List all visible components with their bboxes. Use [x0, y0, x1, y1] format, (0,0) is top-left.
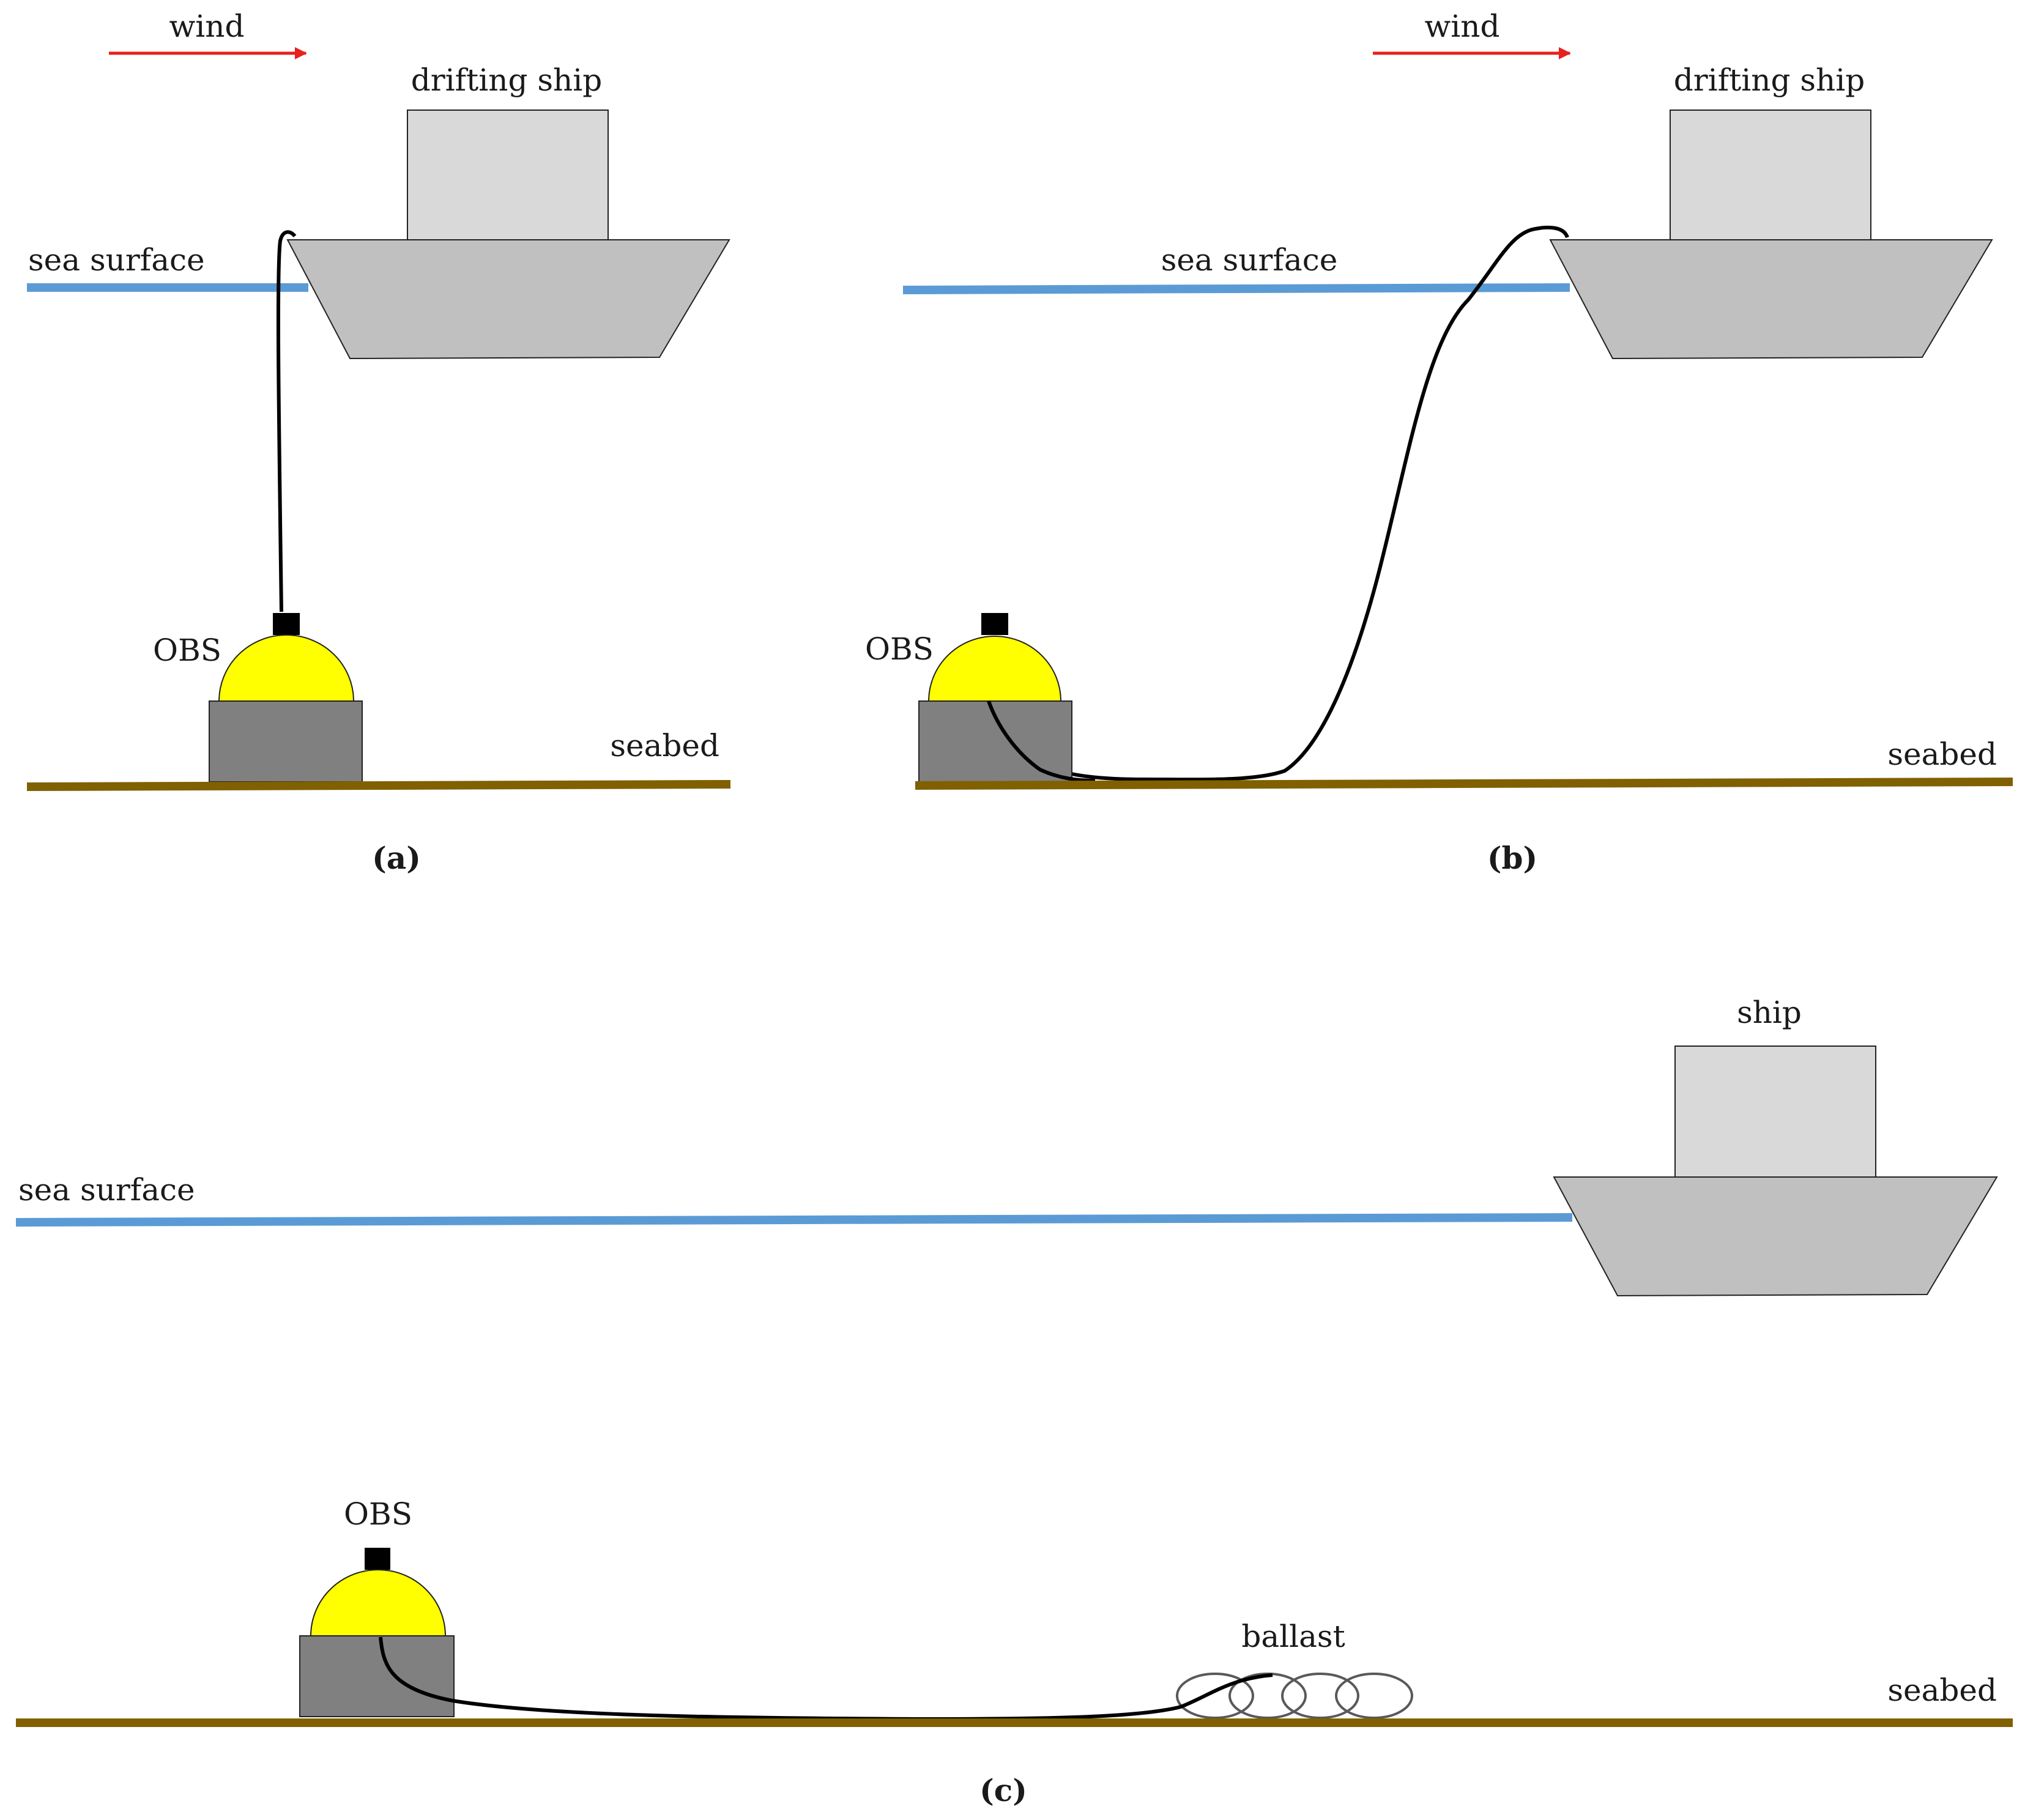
sea-surface-line-c	[15, 1213, 1573, 1227]
ballast-ring-1	[1176, 1673, 1254, 1719]
ballast-label-c: ballast	[1241, 1619, 1345, 1654]
cable-b-over-base	[987, 700, 1096, 782]
cable-a	[276, 230, 297, 612]
obs-cap-c	[365, 1548, 390, 1570]
obs-label-a: OBS	[153, 633, 221, 668]
caption-c: (c)	[979, 1772, 1027, 1808]
sea-surface-label-b: sea surface	[1161, 242, 1338, 278]
caption-b: (b)	[1487, 840, 1537, 876]
obs-base-a	[209, 700, 363, 782]
sea-surface-line-b	[902, 283, 1570, 294]
ship-label-c: ship	[1737, 995, 1802, 1030]
panel-c: ship sea surface OBS ballast seabed (c)	[15, 995, 2013, 1808]
panel-b: wind drifting ship sea surface OBS seabe…	[865, 9, 2013, 876]
caption-a: (a)	[372, 840, 421, 876]
obs-dome-a	[218, 634, 355, 702]
seabed-line-b	[915, 778, 2013, 790]
obs-label-b: OBS	[865, 631, 934, 667]
ballast-ring-3	[1281, 1673, 1359, 1719]
ship-hull-a	[286, 239, 730, 360]
obs-dome-c	[310, 1569, 447, 1636]
seabed-line-a	[26, 780, 731, 791]
ship-cabin-c	[1674, 1046, 1876, 1178]
ship-label-b: drifting ship	[1674, 62, 1865, 98]
ballast-ring-4	[1335, 1673, 1413, 1719]
obs-cap-b	[981, 613, 1008, 635]
obs-cap-a	[273, 613, 300, 635]
cable-c	[379, 1636, 1273, 1722]
panel-a: wind drifting ship sea surface OBS seabe…	[26, 9, 731, 876]
ship-label-a: drifting ship	[411, 62, 602, 98]
wind-label-b: wind	[1425, 9, 1500, 44]
obs-base-c	[299, 1635, 455, 1717]
ship-cabin-b	[1670, 110, 1871, 240]
seabed-label-c: seabed	[1887, 1673, 1997, 1708]
sea-surface-label-a: sea surface	[28, 242, 205, 278]
ship-cabin-a	[407, 110, 609, 240]
cable-b	[987, 225, 1569, 782]
obs-dome-b	[927, 636, 1062, 702]
ballast-chain	[1176, 1673, 1413, 1719]
wind-label-a: wind	[169, 9, 245, 44]
seabed-label-a: seabed	[610, 728, 719, 763]
seabed-label-b: seabed	[1887, 737, 1997, 772]
ship-hull-c	[1553, 1176, 1998, 1297]
ship-hull-b	[1549, 239, 1993, 360]
sea-surface-label-c: sea surface	[18, 1172, 195, 1208]
obs-label-c: OBS	[344, 1496, 412, 1532]
